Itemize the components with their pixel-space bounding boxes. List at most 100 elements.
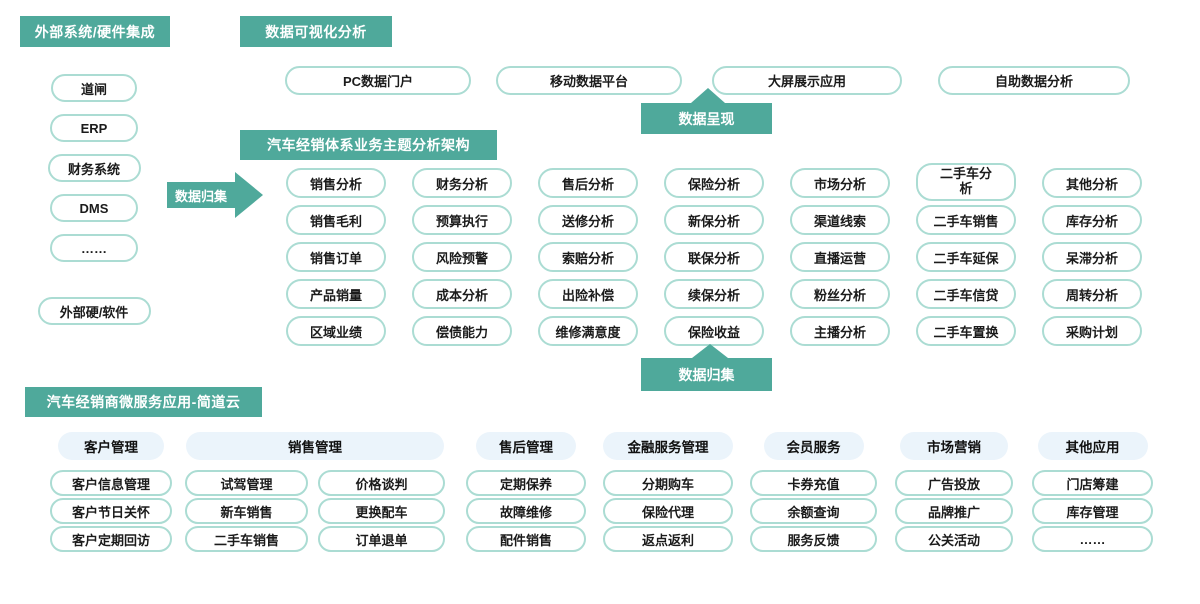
app-node: 更换配车: [318, 498, 445, 524]
external-system-node: DMS: [50, 194, 138, 222]
analysis-node: 送修分析: [538, 205, 638, 235]
analysis-node: 库存分析: [1042, 205, 1142, 235]
app-node: 门店筹建: [1032, 470, 1153, 496]
section-header: 售后管理: [476, 432, 576, 460]
app-node: 卡券充值: [750, 470, 877, 496]
app-node: 品牌推广: [895, 498, 1013, 524]
section-finance-management: 金融服务管理 分期购车 保险代理 返点返利: [603, 432, 733, 552]
section-member-services: 会员服务 卡券充值 余额查询 服务反馈: [750, 432, 877, 552]
arrow-up-icon: [692, 344, 728, 358]
analysis-node: 渠道线索: [790, 205, 890, 235]
external-system-node: ERP: [50, 114, 138, 142]
analysis-node: 维修满意度: [538, 316, 638, 346]
section-items: 门店筹建 库存管理 ……: [1032, 470, 1153, 552]
app-node: 订单退单: [318, 526, 445, 552]
data-collection-arrow-left: 数据归集: [167, 172, 263, 218]
app-node: 价格谈判: [318, 470, 445, 496]
analysis-node: 偿债能力: [412, 316, 512, 346]
app-node: 故障维修: [466, 498, 586, 524]
dataviz-node: 移动数据平台: [496, 66, 682, 95]
section-items: 广告投放 品牌推广 公关活动: [895, 470, 1013, 552]
app-node: 公关活动: [895, 526, 1013, 552]
analysis-node: 预算执行: [412, 205, 512, 235]
app-node: 客户定期回访: [50, 526, 172, 552]
analysis-node: 其他分析: [1042, 168, 1142, 198]
app-node: 库存管理: [1032, 498, 1153, 524]
dataviz-node: 自助数据分析: [938, 66, 1130, 95]
analysis-node: 采购计划: [1042, 316, 1142, 346]
analysis-node: 产品销量: [286, 279, 386, 309]
analysis-architecture-header: 汽车经销体系业务主题分析架构: [240, 130, 497, 160]
section-header: 金融服务管理: [603, 432, 733, 460]
app-node: 分期购车: [603, 470, 733, 496]
analysis-node: 市场分析: [790, 168, 890, 198]
analysis-node: 新保分析: [664, 205, 764, 235]
section-items: 定期保养 故障维修 配件销售: [466, 470, 586, 552]
analysis-grid: 销售分析 财务分析 售后分析 保险分析 市场分析 二手车分析 其他分析 销售毛利…: [286, 163, 1142, 346]
analysis-node: 成本分析: [412, 279, 512, 309]
section-header: 客户管理: [58, 432, 164, 460]
app-node: 返点返利: [603, 526, 733, 552]
external-system-node: 财务系统: [47, 154, 141, 182]
app-node: 客户信息管理: [50, 470, 172, 496]
section-aftersales-management: 售后管理 定期保养 故障维修 配件销售: [466, 432, 586, 552]
section-customer-management: 客户管理 客户信息管理 客户节日关怀 客户定期回访: [50, 432, 172, 552]
analysis-node: 二手车销售: [916, 205, 1016, 235]
analysis-node: 二手车延保: [916, 242, 1016, 272]
analysis-node: 销售订单: [286, 242, 386, 272]
app-node: 客户节日关怀: [50, 498, 172, 524]
section-items: 分期购车 保险代理 返点返利: [603, 470, 733, 552]
app-node: 新车销售: [185, 498, 308, 524]
section-header: 市场营销: [900, 432, 1008, 460]
data-presentation-arrow: 数据呈现: [641, 88, 772, 134]
section-other-apps: 其他应用 门店筹建 库存管理 ……: [1032, 432, 1153, 552]
data-presentation-label: 数据呈现: [641, 103, 772, 134]
analysis-node: 联保分析: [664, 242, 764, 272]
external-system-node: ……: [50, 234, 138, 262]
app-node: 试驾管理: [185, 470, 308, 496]
dataviz-node: 大屏展示应用: [712, 66, 902, 95]
analysis-node: 二手车分析: [916, 163, 1016, 201]
analysis-node: 售后分析: [538, 168, 638, 198]
analysis-node: 风险预警: [412, 242, 512, 272]
app-node: 二手车销售: [185, 526, 308, 552]
app-node: 余额查询: [750, 498, 877, 524]
section-header: 其他应用: [1037, 432, 1148, 460]
app-node: 广告投放: [895, 470, 1013, 496]
app-node: ……: [1032, 526, 1153, 552]
dataviz-node: PC数据门户: [285, 66, 471, 95]
analysis-node: 二手车置换: [916, 316, 1016, 346]
data-visualization-header: 数据可视化分析: [240, 16, 392, 47]
section-items: 试驾管理 新车销售 二手车销售 价格谈判 更换配车 订单退单: [185, 470, 445, 552]
analysis-node: 主播分析: [790, 316, 890, 346]
analysis-node: 销售毛利: [286, 205, 386, 235]
app-node: 定期保养: [466, 470, 586, 496]
data-collection-label: 数据归集: [641, 358, 772, 391]
section-sales-management: 销售管理 试驾管理 新车销售 二手车销售 价格谈判 更换配车 订单退单: [185, 432, 445, 552]
analysis-node: 续保分析: [664, 279, 764, 309]
analysis-node: 粉丝分析: [790, 279, 890, 309]
analysis-node: 区域业绩: [286, 316, 386, 346]
analysis-node: 销售分析: [286, 168, 386, 198]
analysis-node: 二手车信贷: [916, 279, 1016, 309]
section-header: 销售管理: [186, 432, 444, 460]
section-items: 卡券充值 余额查询 服务反馈: [750, 470, 877, 552]
analysis-node: 出险补偿: [538, 279, 638, 309]
app-node: 保险代理: [603, 498, 733, 524]
data-collection-arrow-bottom: 数据归集: [641, 344, 772, 391]
app-node: 服务反馈: [750, 526, 877, 552]
microservice-apps-header: 汽车经销商微服务应用-简道云: [25, 387, 262, 417]
analysis-node-label: 二手车分析: [939, 166, 992, 196]
external-systems-list: 道闸 ERP 财务系统 DMS …… 外部硬/软件: [20, 74, 168, 325]
section-items: 客户信息管理 客户节日关怀 客户定期回访: [50, 470, 172, 552]
section-marketing: 市场营销 广告投放 品牌推广 公关活动: [895, 432, 1013, 552]
external-system-node: 道闸: [51, 74, 137, 102]
analysis-node: 保险收益: [664, 316, 764, 346]
arrow-right-icon: [235, 172, 263, 218]
app-node: 配件销售: [466, 526, 586, 552]
analysis-node: 保险分析: [664, 168, 764, 198]
analysis-node: 周转分析: [1042, 279, 1142, 309]
external-system-node: 外部硬/软件: [37, 297, 151, 325]
section-header: 会员服务: [763, 432, 864, 460]
